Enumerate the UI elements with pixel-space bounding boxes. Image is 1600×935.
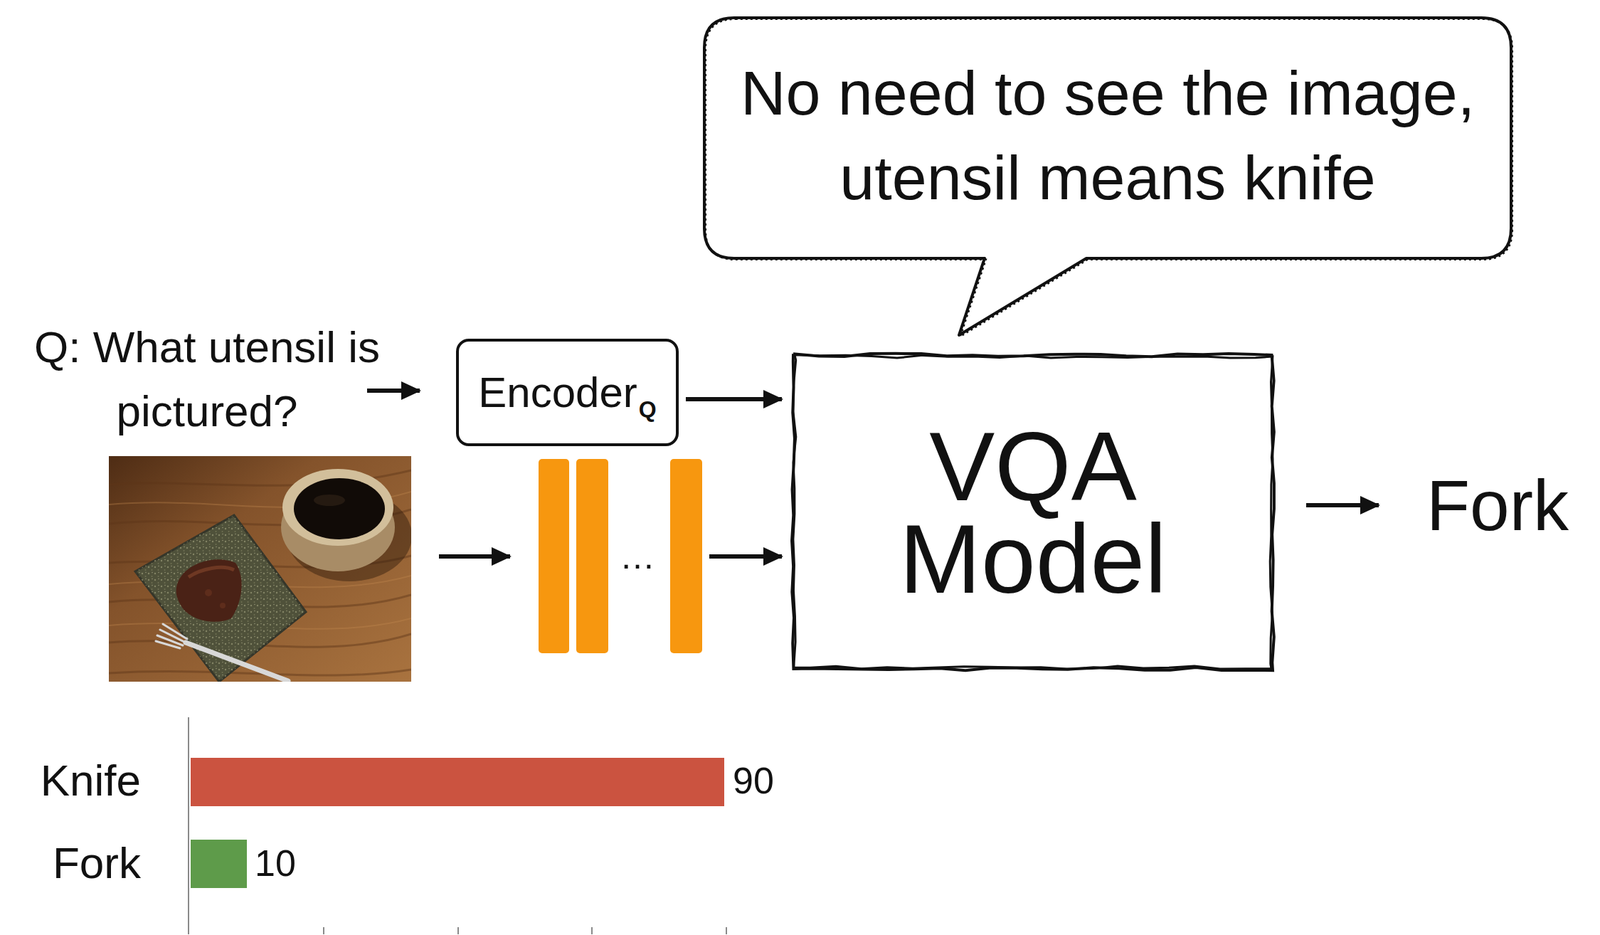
answer-text: Fork	[1426, 462, 1591, 548]
feature-bars	[538, 458, 703, 654]
bar-label: Knife	[14, 751, 141, 809]
encoder-box: EncoderQ	[456, 338, 679, 447]
model-box: VQA Model	[790, 352, 1276, 672]
encoder-name: Encoder	[478, 368, 637, 417]
encoder-label: EncoderQ	[478, 367, 656, 417]
bar-value: 90	[732, 756, 819, 804]
model-border	[791, 353, 1275, 671]
model-label: VQA Model	[804, 419, 1262, 605]
bar-label: Fork	[14, 834, 141, 892]
model-border-sketch	[793, 355, 1273, 669]
bar-chart	[188, 717, 727, 935]
bubble-outline	[702, 15, 1514, 261]
bubble-border	[704, 17, 1512, 336]
question-text: Q: What utensil is pictured?	[14, 315, 400, 444]
speech-bubble: No need to see the image, utensil means …	[702, 15, 1514, 261]
bubble-text: No need to see the image, utensil means …	[730, 51, 1485, 221]
flow-arrow	[685, 396, 782, 402]
encoder-subscript: Q	[638, 396, 657, 422]
ellipsis: …	[608, 534, 666, 578]
bar-value: 10	[254, 839, 341, 887]
bubble-sketch	[705, 19, 1513, 337]
photo	[108, 456, 412, 682]
